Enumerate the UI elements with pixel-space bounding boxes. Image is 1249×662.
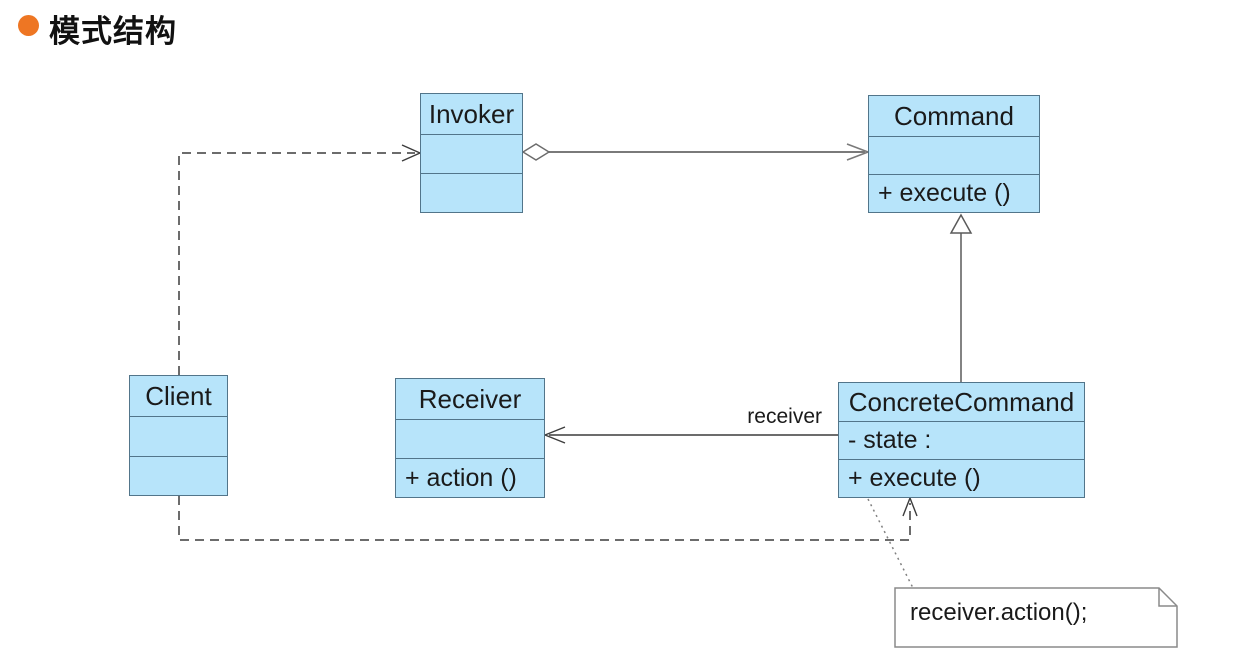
note-anchor-line xyxy=(867,498,914,589)
dependency-client-concretecommand xyxy=(178,496,918,541)
class-methods: + action () xyxy=(396,458,544,497)
class-client: Client xyxy=(129,375,228,496)
class-name: Client xyxy=(145,380,212,411)
class-attributes xyxy=(421,134,522,173)
class-name: Receiver xyxy=(418,383,522,414)
class-methods: + execute () xyxy=(839,459,1084,497)
class-attributes xyxy=(869,136,1039,174)
class-attributes xyxy=(396,419,544,458)
class-methods xyxy=(421,173,522,212)
class-receiver: Receiver + action () xyxy=(395,378,545,498)
bullet-icon xyxy=(18,15,39,36)
class-name: ConcreteCommand xyxy=(848,386,1075,417)
class-concretecommand: ConcreteCommand - state : + execute () xyxy=(838,382,1085,498)
class-name: Command xyxy=(894,100,1014,131)
generalization-concretecommand-command xyxy=(949,213,973,382)
page-title: 模式结构 xyxy=(49,14,177,49)
class-command: Command + execute () xyxy=(868,95,1040,213)
class-methods xyxy=(130,455,227,496)
aggregation-invoker-command xyxy=(521,143,869,161)
association-label-receiver: receiver xyxy=(747,405,822,428)
class-attributes xyxy=(130,416,227,456)
note-text: receiver.action(); xyxy=(910,599,1088,626)
class-methods: + execute () xyxy=(869,174,1039,212)
class-attributes: - state : xyxy=(839,421,1084,459)
association-concretecommand-receiver xyxy=(544,426,838,444)
class-name: Invoker xyxy=(428,98,515,129)
class-invoker: Invoker xyxy=(420,93,523,213)
dependency-client-invoker xyxy=(178,144,421,375)
